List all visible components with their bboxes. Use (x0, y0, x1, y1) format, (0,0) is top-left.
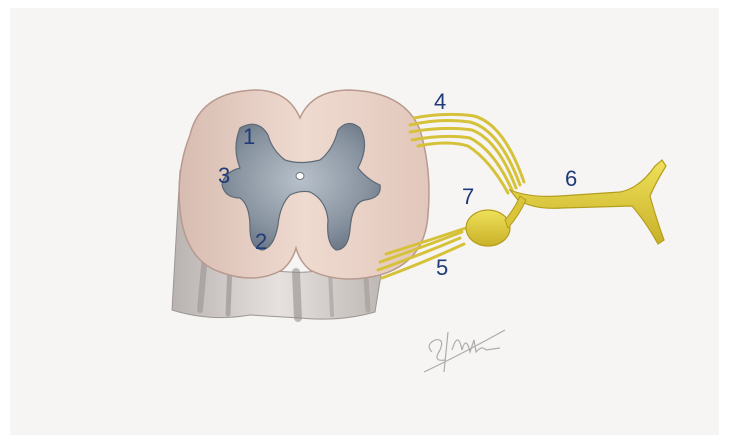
label-5: 5 (436, 257, 448, 279)
label-6: 6 (565, 168, 577, 190)
label-3: 3 (218, 165, 230, 187)
label-7: 7 (462, 186, 474, 208)
label-2: 2 (255, 231, 267, 253)
label-4: 4 (434, 91, 446, 113)
label-1: 1 (243, 126, 255, 148)
central-canal (296, 173, 304, 180)
dorsal-root-ganglion (466, 210, 510, 246)
